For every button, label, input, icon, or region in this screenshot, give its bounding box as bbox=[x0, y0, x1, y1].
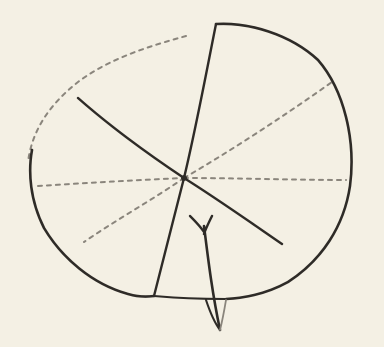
centre-point bbox=[181, 175, 187, 181]
